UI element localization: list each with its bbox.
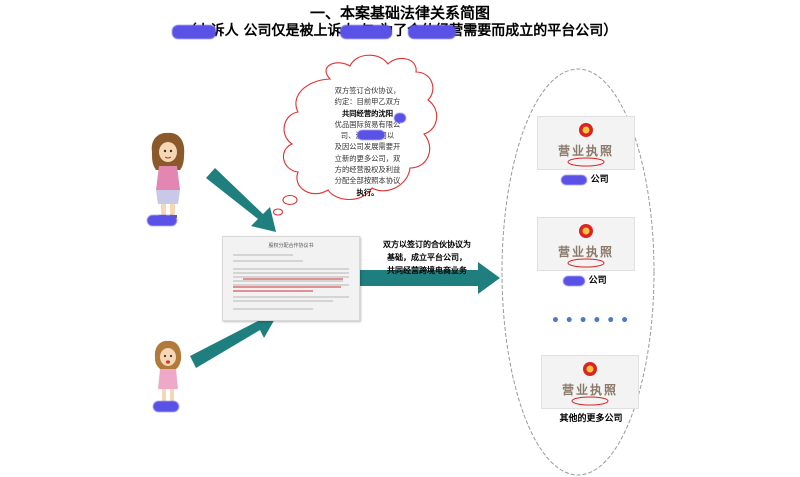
business-license-image: 营业执照 (537, 217, 635, 271)
redaction-mark (340, 25, 392, 39)
license-stamp-mark (571, 396, 609, 406)
cloud-text: 双方签订合伙协议， 约定：目前甲乙双方 共同经营的沈阳 优品国际贸易有限公 司、… (325, 85, 410, 198)
ellipsis-dots: • • • • • • (551, 313, 629, 329)
page-subtitle: （上诉人 公司仅是被上诉人 与 为了合伙经营需要而成立的平台公司） (182, 23, 618, 39)
business-license-image: 营业执照 (537, 116, 635, 170)
page-title: 一、本案基础法律关系简图 (309, 4, 490, 22)
platform-note: 双方以签订的合伙协议为 基础，成立平台公司， 共同经营跨境电商业务 (352, 238, 502, 277)
thought-cloud (266, 54, 438, 224)
cloud-line: 方的经营股权及利益 (334, 165, 401, 175)
cloud-line: 优品国际贸易有限公 (334, 119, 401, 129)
redaction-mark (357, 130, 385, 140)
arrow-right (360, 262, 500, 294)
license-label: 其他的更多公司 (559, 414, 623, 424)
note-line: 基础，成立平台公司， (387, 253, 467, 262)
emblem-icon (579, 123, 593, 137)
redaction-mark (172, 25, 216, 39)
license-stamp-mark (567, 258, 605, 268)
arrow-bottom-left (190, 312, 276, 368)
cloud-line: 及因公司发展需要开 (334, 142, 401, 152)
license-title: 营业执照 (557, 144, 614, 158)
cloud-line: 双方签订合伙协议， (334, 86, 401, 95)
emblem-icon (579, 224, 593, 238)
business-license-image: 营业执照 (541, 355, 639, 409)
note-line: 共同经营跨境电商业务 (387, 266, 467, 275)
cloud-line: 执行。 (356, 187, 379, 197)
cloud-line: 立新的更多公司，双 (334, 153, 401, 163)
arrow-top-left (206, 168, 276, 232)
redaction-mark (561, 174, 588, 185)
note-line: 双方以签订的合伙协议为 (383, 240, 471, 249)
document-lines (233, 254, 349, 310)
cloud-line: 约定：目前甲乙双方 (334, 97, 401, 107)
document-title: 股权分配合作协议书 (268, 243, 314, 249)
redaction-mark (394, 113, 406, 123)
person-icon (154, 340, 182, 405)
license-label: 公司 (525, 273, 645, 286)
person-icon (151, 132, 185, 218)
cloud-line: 分配全部按照本协议 (334, 176, 401, 186)
license-title: 营业执照 (557, 245, 614, 259)
cloud-line: 共同经营的沈阳 (341, 108, 394, 118)
agreement-document-image: 股权分配合作协议书 (222, 236, 360, 321)
redaction-mark (408, 25, 456, 39)
license-title: 营业执照 (561, 383, 618, 397)
redaction-mark (153, 401, 179, 412)
redaction-mark (563, 275, 586, 286)
license-label: 公司 (525, 172, 645, 185)
redaction-mark (147, 215, 177, 226)
companies-ellipse (501, 68, 655, 476)
emblem-icon (583, 362, 597, 376)
license-stamp-mark (567, 157, 605, 167)
